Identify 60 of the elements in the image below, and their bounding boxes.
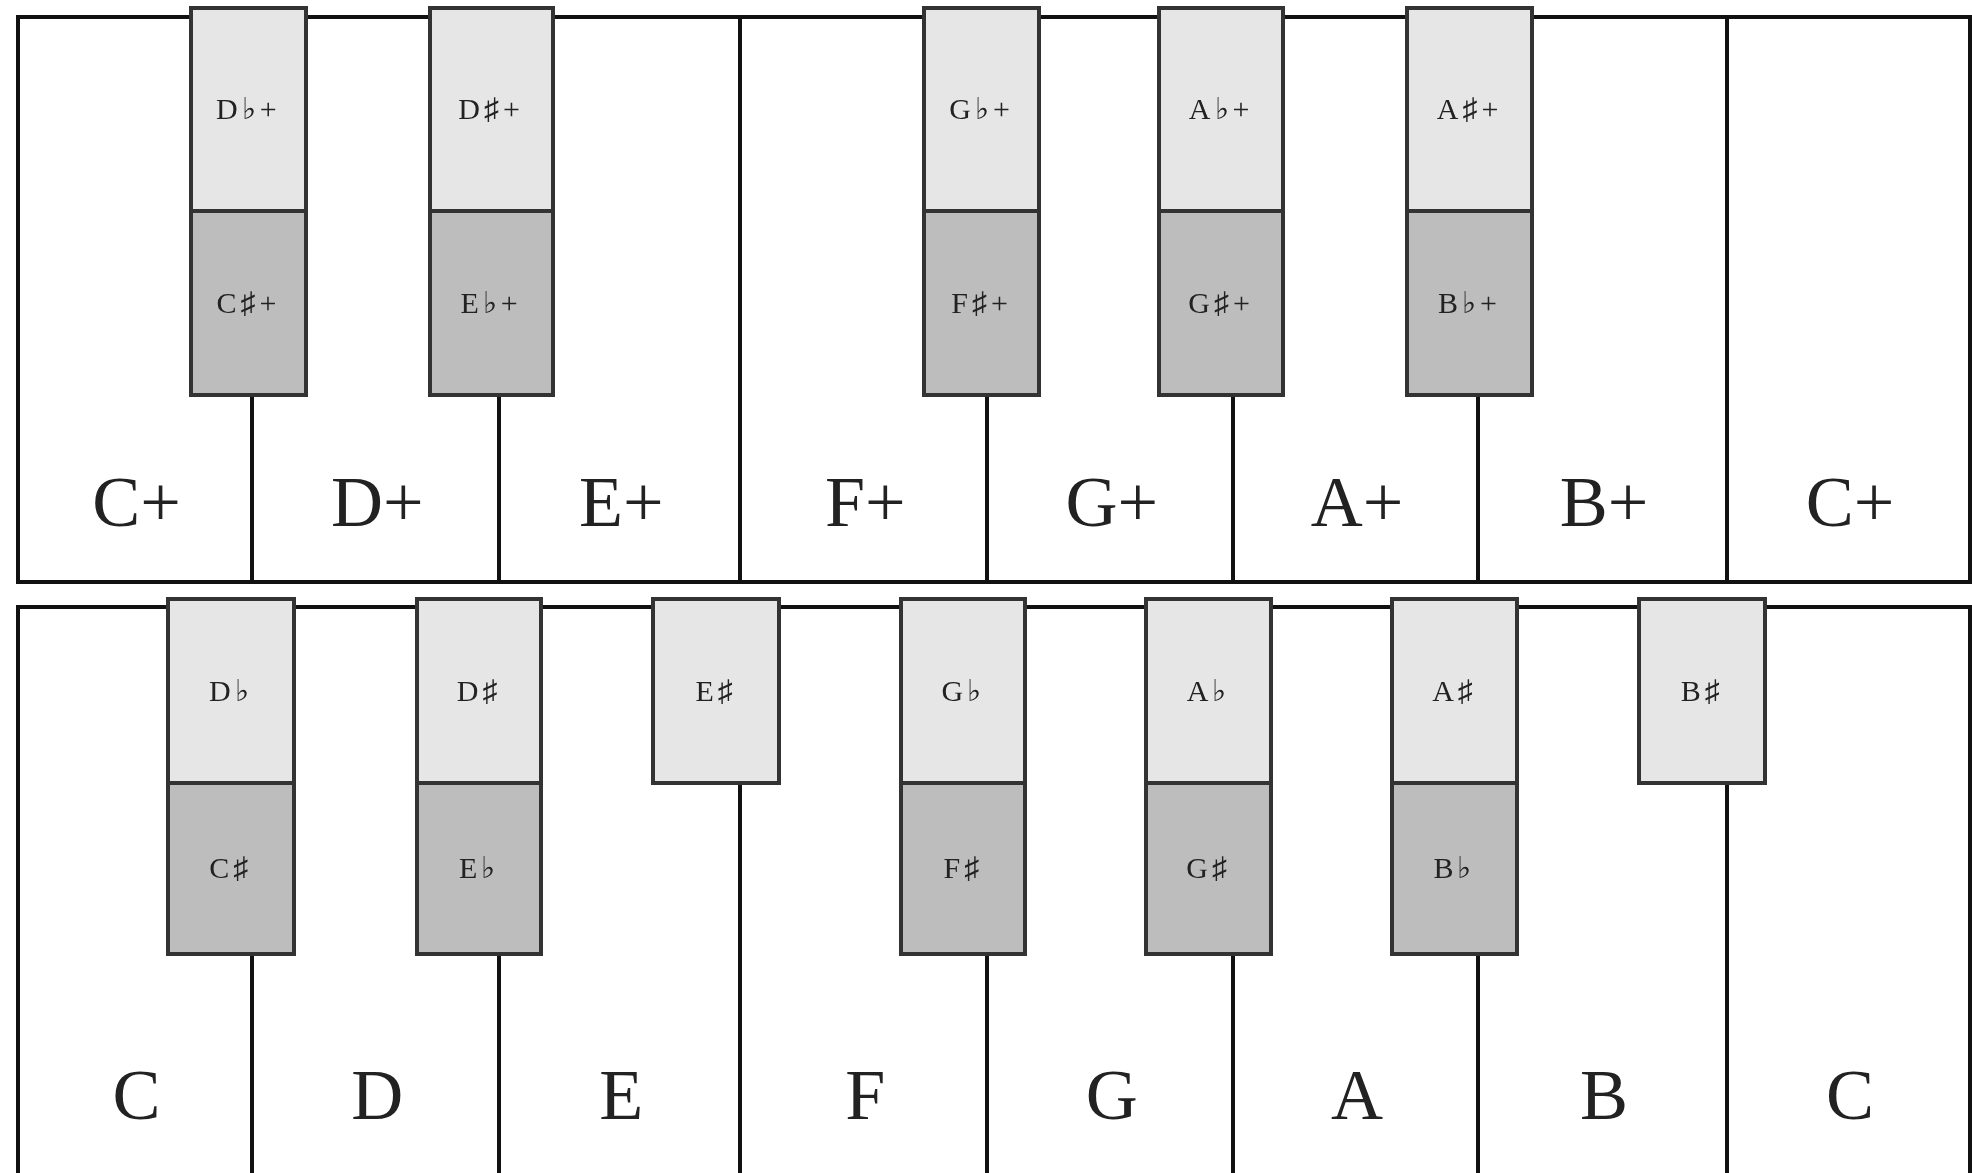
note-label: C: [1825, 1059, 1874, 1132]
raised-key-upper-half: [1637, 597, 1767, 785]
raised-key-lower-half: [1404, 212, 1535, 398]
raised-key-upper-half: [1144, 597, 1273, 785]
note-label: D♯: [456, 676, 502, 707]
raised-key-lower-half: [427, 212, 555, 398]
note-label: G♯+: [1188, 287, 1254, 318]
note-label: F+: [824, 465, 906, 538]
raised-key-lower-half: [166, 784, 296, 956]
note-label: C♯+: [216, 287, 281, 318]
raised-key-upper-half: [166, 597, 296, 785]
note-label: B♭+: [1438, 287, 1502, 318]
note-label: D+: [331, 465, 424, 538]
note-label: B♯: [1680, 676, 1724, 707]
note-label: A♯+: [1436, 94, 1503, 125]
raised-key-upper-half: [415, 597, 544, 785]
note-label: A+: [1310, 465, 1404, 538]
note-label: F: [845, 1059, 886, 1132]
note-label: B♭: [1433, 853, 1476, 884]
note-label: D♯+: [458, 94, 524, 125]
note-label: D♭+: [216, 94, 281, 125]
raised-key-upper-half: [651, 597, 781, 785]
raised-key-lower-half: [1157, 212, 1286, 398]
note-label: B: [1580, 1059, 1629, 1132]
note-label: G♯: [1186, 853, 1231, 884]
note-label: E♭: [459, 853, 500, 884]
raised-key-upper-half: [1389, 597, 1520, 785]
raised-key-lower-half: [921, 212, 1042, 398]
note-label: F♯: [943, 853, 984, 884]
note-label: E: [599, 1059, 644, 1132]
note-label: B+: [1559, 465, 1649, 538]
raised-key-lower-half: [1389, 784, 1520, 956]
note-label: A♭: [1186, 676, 1231, 707]
note-label: E+: [578, 465, 664, 538]
note-label: A: [1331, 1059, 1383, 1132]
raised-key-upper-half: [427, 6, 555, 213]
note-label: A♯: [1432, 676, 1477, 707]
raised-key-upper-half: [1157, 6, 1286, 213]
note-label: C♯: [209, 853, 253, 884]
note-label: C+: [92, 465, 181, 538]
note-label: E♯: [695, 676, 737, 707]
note-label: G: [1085, 1059, 1138, 1132]
raised-key-lower-half: [899, 784, 1028, 956]
raised-key-lower-half: [415, 784, 544, 956]
raised-key-upper-half: [1404, 6, 1535, 213]
note-label: C+: [1805, 465, 1895, 538]
note-label: G♭+: [949, 94, 1014, 125]
note-label: F♯+: [951, 287, 1012, 318]
raised-key-upper-half: [921, 6, 1042, 213]
raised-key-lower-half: [1144, 784, 1273, 956]
note-label: A♭+: [1188, 94, 1254, 125]
note-label: G+: [1065, 465, 1159, 538]
note-label: G♭: [941, 676, 986, 707]
raised-key-lower-half: [188, 212, 309, 398]
raised-key-upper-half: [899, 597, 1028, 785]
raised-key-upper-half: [188, 6, 309, 213]
note-label: C: [112, 1059, 161, 1132]
note-label: E♭+: [460, 287, 522, 318]
note-label: D: [351, 1059, 404, 1132]
note-label: D♭: [208, 676, 253, 707]
